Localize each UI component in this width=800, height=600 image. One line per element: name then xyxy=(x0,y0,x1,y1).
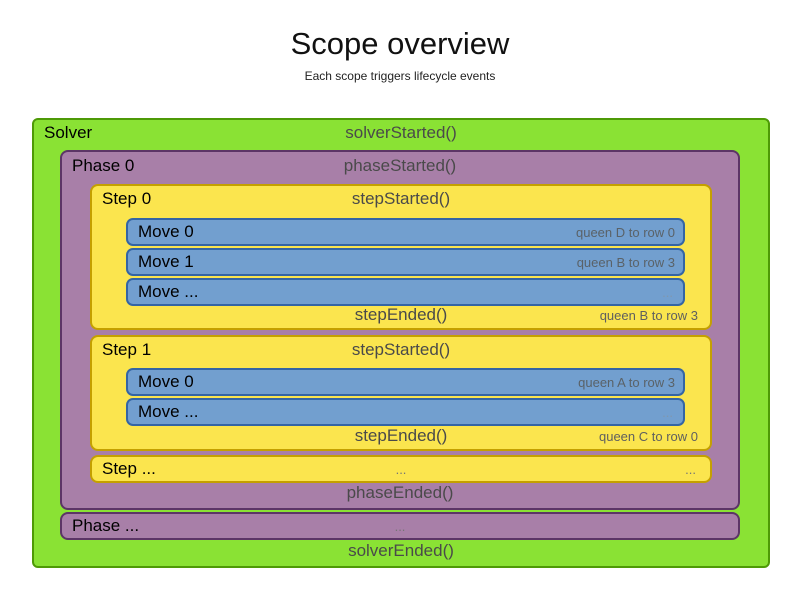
phase-ended-event: phaseEnded() xyxy=(346,483,454,502)
move-box: Move 0 queen D to row 0 xyxy=(126,218,685,246)
step-ended-row: stepEnded() queen B to row 3 xyxy=(92,305,710,329)
step-label: Step ... xyxy=(102,459,156,478)
step-started-event: stepStarted() xyxy=(351,189,451,208)
solver-ended-row: solverEnded() xyxy=(34,541,768,567)
move-label: Move ... xyxy=(138,282,199,301)
phase-label: Phase 0 xyxy=(72,156,135,175)
step-ended-event: stepEnded() xyxy=(354,426,448,445)
step-ended-note: queen C to row 0 xyxy=(598,429,698,444)
step-started-event: stepStarted() xyxy=(351,340,451,359)
phase-ended-row: phaseEnded() xyxy=(62,483,738,507)
solver-header: Solver solverStarted() xyxy=(34,123,768,149)
step-scope-box: Step 0 stepStarted() Move 0 queen D to r… xyxy=(90,184,712,330)
phase-label: Phase ... xyxy=(72,516,140,535)
phase-scope-box: Phase 0 phaseStarted() Step 0 stepStarte… xyxy=(60,150,740,510)
move-note: queen A to row 3 xyxy=(578,375,675,390)
phase-started-event: phaseStarted() xyxy=(343,156,457,175)
move-note: ... xyxy=(662,405,673,420)
move-box: Move 0 queen A to row 3 xyxy=(126,368,685,396)
move-box: Move ... ... xyxy=(126,398,685,426)
move-label: Move 0 xyxy=(138,222,194,241)
move-note: ... xyxy=(662,285,673,300)
move-note: queen B to row 3 xyxy=(576,255,675,270)
step-ellipsis-box: Step ... ... ... xyxy=(90,455,712,483)
step-ellipsis-center: ... xyxy=(395,462,407,477)
move-box: Move 1 queen B to row 3 xyxy=(126,248,685,276)
move-label: Move ... xyxy=(138,402,199,421)
phase-ellipsis-center: ... xyxy=(394,519,406,534)
step-header: Step 1 stepStarted() xyxy=(92,340,710,364)
phase-header: Phase 0 phaseStarted() xyxy=(62,156,738,182)
step-header: Step 0 stepStarted() xyxy=(92,189,710,213)
step-ended-row: stepEnded() queen C to row 0 xyxy=(92,426,710,450)
page-subtitle: Each scope triggers lifecycle events xyxy=(304,69,496,83)
page-title: Scope overview xyxy=(290,26,510,61)
move-label: Move 0 xyxy=(138,372,194,391)
solver-started-event: solverStarted() xyxy=(345,123,457,142)
solver-scope-box: Solver solverStarted() Phase 0 phaseStar… xyxy=(32,118,770,568)
step-ended-event: stepEnded() xyxy=(354,305,448,324)
phase-ellipsis-box: Phase ... ... xyxy=(60,512,740,540)
step-label: Step 1 xyxy=(102,340,152,359)
solver-ended-event: solverEnded() xyxy=(348,541,454,560)
solver-label: Solver xyxy=(44,123,93,142)
move-box: Move ... ... xyxy=(126,278,685,306)
step-ellipsis-note: ... xyxy=(685,462,696,477)
step-scope-box: Step 1 stepStarted() Move 0 queen A to r… xyxy=(90,335,712,451)
move-note: queen D to row 0 xyxy=(575,225,675,240)
step-label: Step 0 xyxy=(102,189,152,208)
move-label: Move 1 xyxy=(138,252,194,271)
step-ended-note: queen B to row 3 xyxy=(599,308,698,323)
